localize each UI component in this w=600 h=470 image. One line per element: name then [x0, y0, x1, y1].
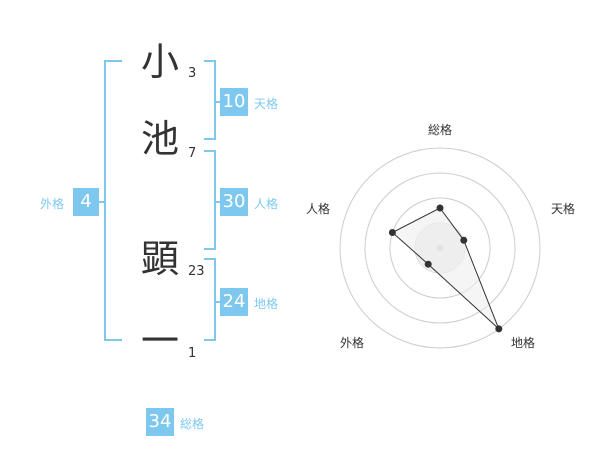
name-char-1: 小 [140, 40, 179, 84]
radar-point-1 [436, 204, 444, 212]
name-char-2: 池 [140, 117, 179, 161]
chikaku-badge: 24 [220, 288, 248, 316]
jinkaku-tick [216, 201, 220, 203]
name-char-3: 顕 [140, 237, 179, 281]
radar-polygon [391, 207, 500, 330]
tenkaku-label: 天格 [254, 97, 279, 111]
radar-label-gaikaku: 外格 [340, 336, 365, 350]
tenkaku-tick [216, 101, 220, 103]
radar-label-tenkaku: 天格 [551, 202, 576, 216]
tenkaku-badge: 10 [220, 88, 248, 116]
chikaku-label: 地格 [254, 297, 279, 311]
radar-label-chikaku: 地格 [511, 336, 536, 350]
stroke-count-4: 1 [188, 346, 197, 361]
jinkaku-label: 人格 [254, 197, 279, 211]
radar-label-jinkaku: 人格 [306, 202, 331, 216]
radar-grid-ring [364, 172, 516, 324]
gaikaku-label: 外格 [40, 197, 65, 211]
radar-grid-ring [389, 197, 491, 299]
radar-label-soukaku: 総格 [428, 123, 453, 137]
radar-point-4 [424, 260, 432, 268]
gaikaku-bracket [104, 60, 122, 341]
name-char-4: 一 [140, 319, 179, 363]
jinkaku-badge: 30 [220, 188, 248, 216]
chikaku-tick [216, 301, 220, 303]
radar-point-3 [495, 325, 503, 333]
chikaku-bracket [204, 258, 216, 341]
jinkaku-bracket [204, 150, 216, 250]
radar-grid-ring [339, 147, 541, 349]
gaikaku-tick [96, 201, 104, 203]
gaikaku-badge: 4 [73, 188, 99, 216]
radar-point-2 [460, 236, 468, 244]
radar-point-5 [388, 229, 396, 236]
tenkaku-bracket [204, 60, 216, 140]
soukaku-badge: 34 [146, 408, 174, 436]
stroke-count-1: 3 [188, 66, 197, 81]
stroke-count-2: 7 [188, 146, 197, 161]
soukaku-label: 総格 [180, 417, 205, 431]
stroke-count-3: 23 [188, 264, 205, 279]
